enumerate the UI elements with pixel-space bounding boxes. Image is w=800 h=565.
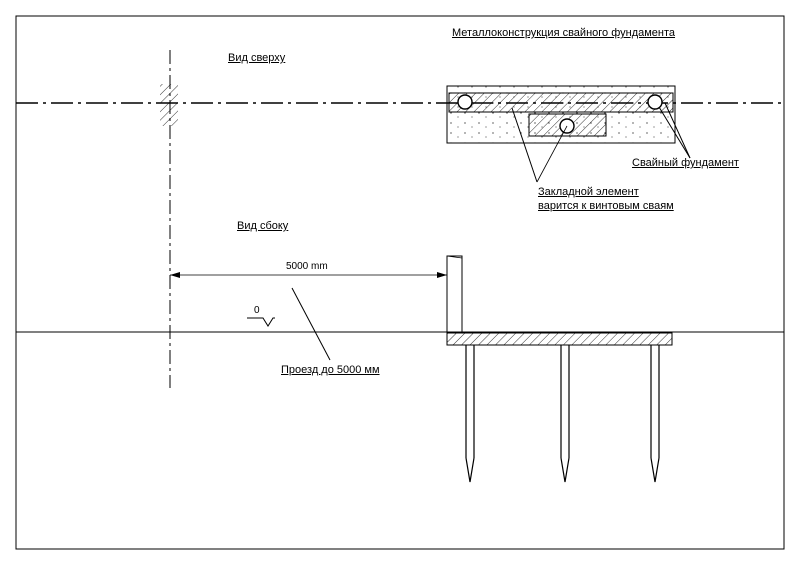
embed-callout-line1: Закладной элемент <box>538 186 639 198</box>
wall-break <box>446 255 463 259</box>
drawing-title: Металлоконструкция свайного фундамента <box>452 27 676 39</box>
pile-circle-right <box>647 94 663 110</box>
view-side-label: Вид сбоку <box>237 220 289 232</box>
dimension-label: 5000 mm <box>286 261 328 272</box>
level-mark-symbol <box>247 317 275 327</box>
pile-callout-label: Свайный фундамент <box>632 157 739 169</box>
leader-embed-2 <box>536 125 568 183</box>
top-view-beam <box>448 92 674 113</box>
view-top-label: Вид сверху <box>228 52 286 64</box>
leader-passage <box>291 287 331 361</box>
embed-callout-line2: варится к винтовым сваям <box>538 200 674 212</box>
axis-hatched-marker <box>160 84 178 126</box>
leader-embed <box>511 107 538 183</box>
passage-callout-label: Проезд до 5000 мм <box>281 364 380 376</box>
screw-pile-left <box>465 345 475 483</box>
leader-pile-1 <box>658 106 691 159</box>
screw-pile-right <box>650 345 660 483</box>
wall-outline <box>446 255 463 332</box>
dimension-arrow-left <box>170 272 180 278</box>
screw-pile-middle <box>560 345 570 483</box>
dimension-arrow-right <box>437 272 447 278</box>
side-view-slab <box>446 332 673 346</box>
leader-pile-2 <box>664 102 691 159</box>
pile-circle-left <box>457 94 473 110</box>
drawing-frame <box>15 15 785 550</box>
level-mark-label: 0 <box>254 305 260 316</box>
